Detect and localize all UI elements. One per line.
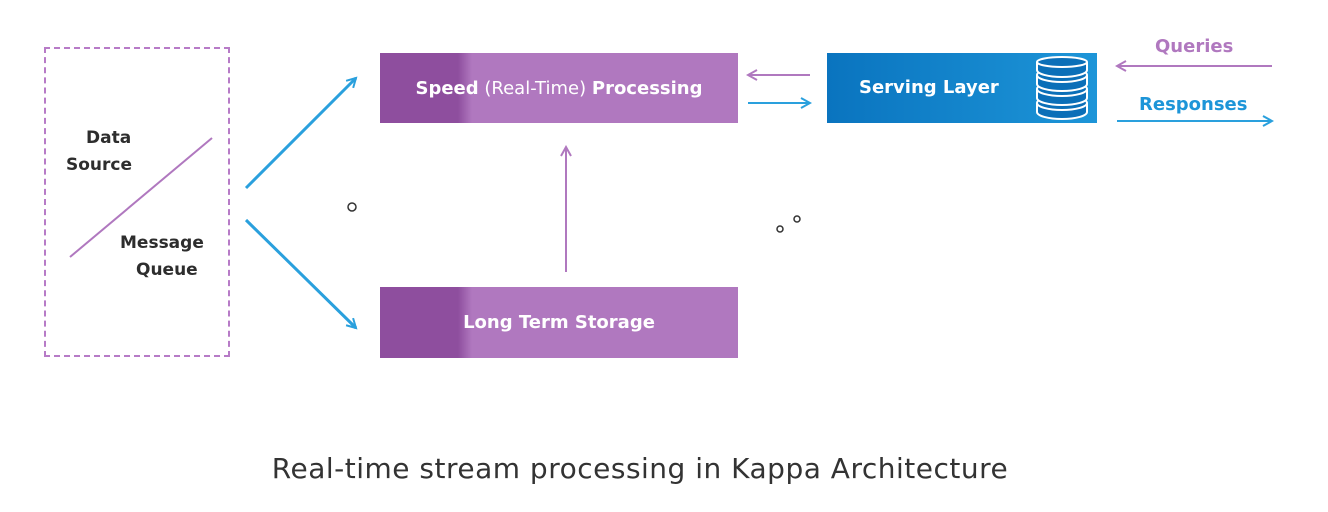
arrow-to-long-term-storage — [244, 218, 356, 328]
data-source-line1: Data — [86, 128, 132, 148]
data-source-message-queue-box — [44, 47, 230, 357]
data-source-label: Data Source — [66, 125, 132, 179]
real-time-word: (Real-Time) — [484, 77, 587, 99]
queries-label: Queries — [1155, 36, 1234, 57]
serving-layer-box: Serving Layer — [827, 53, 1097, 123]
processing-word: Processing — [591, 77, 703, 99]
data-source-line2: Source — [66, 155, 133, 175]
long-term-storage-box: Long Term Storage — [380, 287, 738, 358]
source-divider-line — [69, 137, 213, 258]
serving-layer-label: Serving Layer — [859, 77, 999, 98]
decor-dot — [347, 202, 357, 212]
long-term-storage-label: Long Term Storage — [463, 312, 655, 333]
message-queue-label: Message Queue — [120, 230, 204, 284]
diagram-caption: Real-time stream processing in Kappa Arc… — [271, 452, 1009, 485]
decor-dot — [776, 225, 784, 233]
arrow-to-speed-processing — [244, 78, 356, 190]
responses-label: Responses — [1139, 94, 1248, 115]
message-queue-line2: Queue — [136, 260, 198, 280]
database-icon — [1036, 56, 1088, 120]
decor-dot — [793, 215, 801, 223]
speed-processing-box: Speed (Real-Time) Processing — [380, 53, 738, 123]
speed-word: Speed — [415, 77, 479, 99]
message-queue-line1: Message — [120, 233, 204, 253]
